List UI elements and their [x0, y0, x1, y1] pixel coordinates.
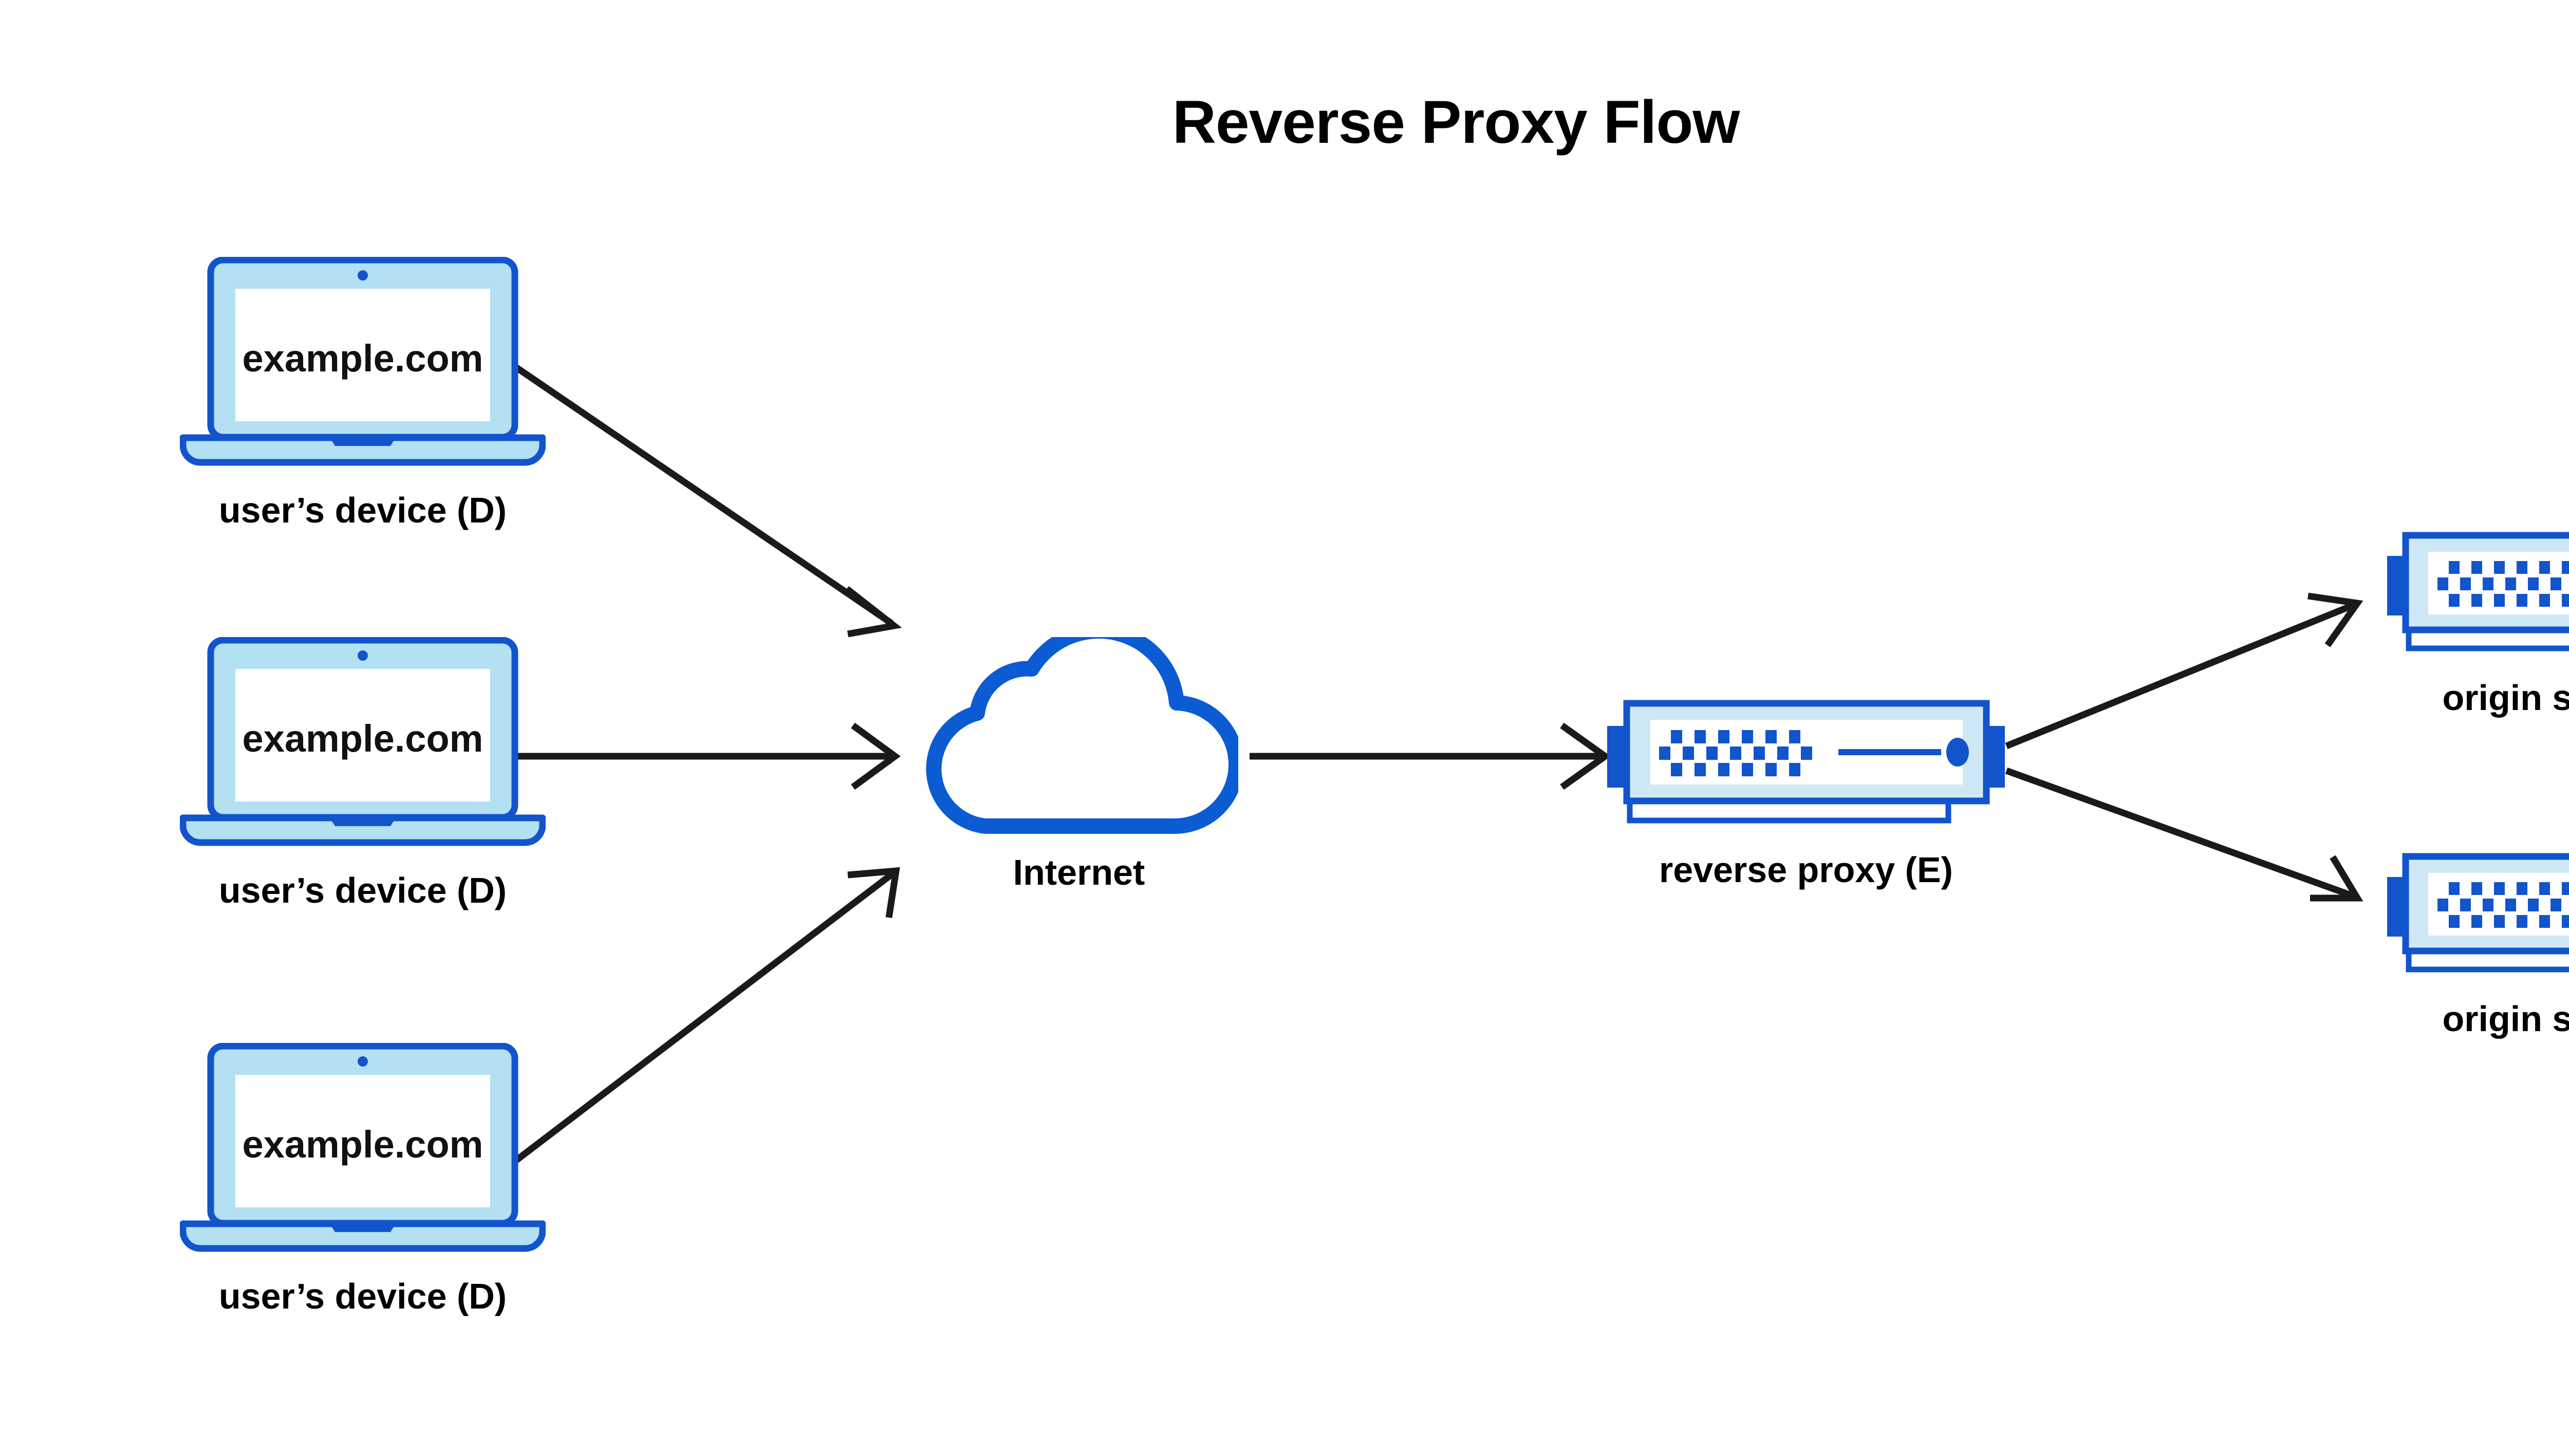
- node-device-3[interactable]: example.com: [179, 1042, 546, 1259]
- page-title: Reverse Proxy Flow: [1172, 88, 1740, 156]
- server-icon: [2387, 853, 2569, 973]
- node-internet[interactable]: [920, 623, 1244, 843]
- caption-device-3: user’s device (D): [218, 1276, 507, 1316]
- caption-origin-1: origin server (F): [2442, 678, 2569, 718]
- edge-internet-proxy: [1250, 722, 1611, 790]
- node-device-1[interactable]: example.com: [179, 256, 546, 473]
- server-icon: [2387, 532, 2569, 651]
- edge-device2-internet: [514, 722, 901, 790]
- server-icon: [1607, 700, 2005, 824]
- laptop-screen-text: example.com: [242, 337, 483, 380]
- caption-proxy: reverse proxy (E): [1659, 850, 1953, 890]
- caption-device-2: user’s device (D): [218, 870, 507, 910]
- caption-origin-2: origin server (F): [2442, 999, 2569, 1039]
- cloud-icon: [926, 623, 1244, 834]
- edge-proxy-origin1: [2005, 592, 2363, 750]
- caption-internet: Internet: [1013, 852, 1145, 892]
- laptop-icon: [179, 256, 546, 466]
- node-origin-1[interactable]: [2384, 529, 2569, 658]
- edge-device1-internet: [512, 363, 902, 638]
- laptop-screen-text: example.com: [242, 717, 483, 760]
- node-proxy[interactable]: [1603, 696, 2009, 830]
- laptop-screen-text: example.com: [242, 1123, 483, 1166]
- node-device-2[interactable]: example.com: [179, 637, 546, 853]
- edge-proxy-origin2: [2005, 767, 2363, 902]
- node-origin-2[interactable]: [2384, 850, 2569, 979]
- edge-device3-internet: [512, 867, 900, 1165]
- caption-device-1: user’s device (D): [218, 490, 507, 530]
- laptop-icon: [179, 637, 546, 846]
- laptop-icon: [179, 1042, 546, 1252]
